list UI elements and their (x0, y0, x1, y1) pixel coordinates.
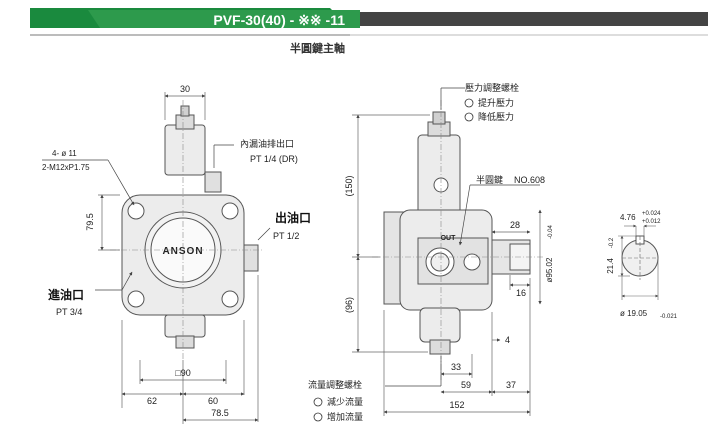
front-bolt-hole-br (221, 290, 239, 308)
shaft-dia-dim: ø 19.05 (620, 309, 648, 318)
inlet-port-size: PT 3/4 (56, 307, 82, 317)
side-bottom-boss (419, 307, 461, 343)
dim-side-152: 152 (449, 400, 464, 410)
front-drain-boss (204, 171, 222, 193)
dim-front-left: 79.5 (85, 213, 95, 231)
side-top-control (417, 134, 461, 216)
dim-front-square: □90 (175, 368, 190, 378)
dim-front-top: 30 (180, 84, 190, 94)
key-width-tol-up: +0.024 (642, 211, 661, 217)
pressure-adj-label: 壓力調整螺栓 (465, 82, 519, 93)
dim-front-60: 60 (208, 396, 218, 406)
side-bottom-nut (429, 339, 451, 355)
front-bolt-hole-bl (127, 290, 145, 308)
key-width-tol-low: +0.012 (642, 219, 661, 225)
front-outlet-boss (243, 244, 259, 272)
flow-down-text: 減少流量 (327, 396, 363, 407)
key-height-dim: 21.4 (606, 258, 615, 274)
front-leaders (42, 144, 271, 291)
dim-front-62: 62 (147, 396, 157, 406)
dim-side-59: 59 (461, 380, 471, 390)
side-center-lines (372, 100, 545, 380)
front-bolt-hole-tl (127, 202, 145, 220)
front-dimensions (98, 92, 259, 424)
flow-adj-label: 流量調整螺栓 (308, 379, 362, 390)
header-banner: PVF-30(40) - ※※ -11 半圓鍵主軸 (30, 8, 708, 55)
key-number: NO.608 (514, 175, 545, 185)
side-plate-bolt (463, 253, 481, 271)
dim-side-37: 37 (506, 380, 516, 390)
drain-port-label: 內漏油排出口 (240, 138, 294, 149)
dim-side-16: 16 (516, 288, 526, 298)
dim-side-150: (150) (344, 175, 354, 196)
banner-dark-strip (346, 12, 708, 26)
side-top-screw (432, 111, 446, 125)
pressure-down-icon (464, 112, 474, 122)
shaft-dia-tol: -0.021 (660, 314, 678, 320)
pressure-down-text: 降低壓力 (478, 111, 514, 122)
outlet-port-size: PT 1/2 (273, 231, 299, 241)
key-height-tol: -0.2 (609, 237, 615, 248)
front-center-lines (110, 100, 262, 360)
anson-logo: ANSON (162, 246, 203, 257)
front-top-boss (164, 124, 206, 176)
dim-front-785: 78.5 (211, 408, 229, 418)
dim-side-4: 4 (505, 335, 510, 345)
outlet-port-label: 出油口 (275, 210, 311, 225)
side-dimensions (352, 114, 542, 416)
front-view (121, 105, 259, 349)
key-label: 半圓鍵 (476, 174, 503, 185)
inlet-port-label: 進油口 (48, 287, 84, 302)
port-screw-spec-2: 2-M12xP1.75 (42, 163, 90, 172)
dim-side-dia-tol: -0.04 (548, 225, 554, 239)
side-out-port-inner (430, 252, 450, 272)
banner-title-plate (88, 10, 360, 28)
shaft-type-subtitle: 半圓鍵主軸 (290, 41, 345, 55)
side-out-mark: OUT (441, 235, 457, 242)
shaft-detail-lines (618, 224, 659, 300)
side-leaders (385, 87, 540, 387)
flow-down-icon (313, 397, 323, 407)
dim-side-dia: ø95.02 (545, 257, 554, 282)
flow-up-text: 增加流量 (327, 411, 363, 422)
side-view (383, 111, 531, 355)
flow-up-icon (313, 412, 323, 422)
model-title: PVF-30(40) - ※※ -11 (213, 12, 345, 28)
pressure-up-text: 提升壓力 (478, 97, 514, 108)
dim-side-33: 33 (451, 362, 461, 372)
front-bolt-hole-tr (221, 202, 239, 220)
port-screw-spec-1: 4- ø 11 (52, 149, 77, 158)
front-top-bolt (180, 105, 190, 117)
drain-port-size: PT 1/4 (DR) (250, 154, 298, 164)
front-bottom-nut (175, 335, 195, 349)
key-width-dim: 4.76 (620, 213, 636, 222)
dim-side-28: 28 (510, 220, 520, 230)
pressure-up-icon (464, 98, 474, 108)
front-bottom-boss (164, 314, 206, 338)
front-top-nut (175, 114, 195, 130)
dim-side-96: (96) (344, 297, 354, 313)
